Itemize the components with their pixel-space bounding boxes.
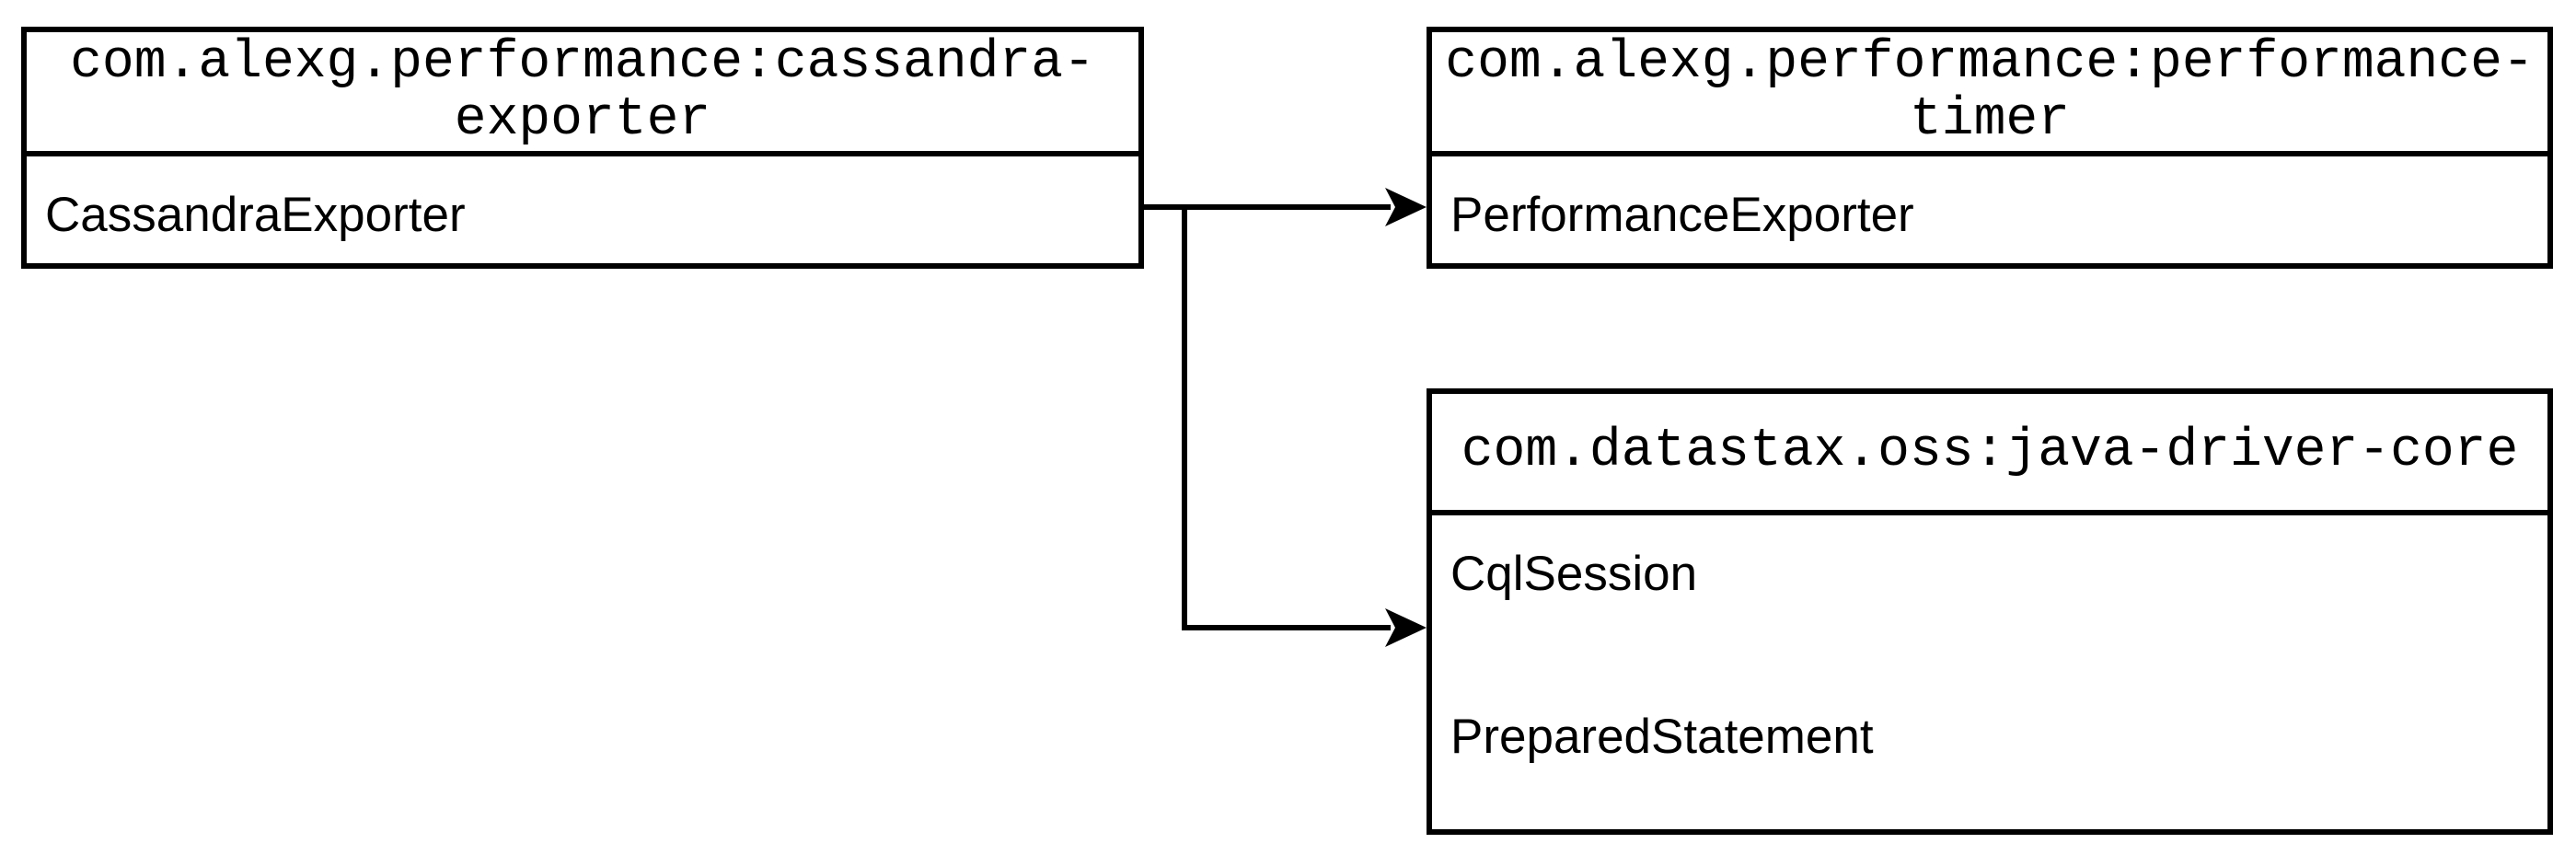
class-item-preparedstatement: PreparedStatement — [1450, 710, 1874, 764]
package-node-cassandra-exporter: com.alexg.performance:cassandra- exporte… — [21, 27, 1144, 269]
package-body: CassandraExporter — [27, 156, 1138, 263]
package-header-line: com.datastax.oss:java-driver-core — [1461, 422, 2519, 481]
package-node-performance-timer: com.alexg.performance:performance- timer… — [1427, 27, 2553, 269]
class-item-cassandra-exporter: CassandraExporter — [45, 188, 466, 242]
package-header-line: timer — [1909, 89, 2071, 150]
arrowhead-icon — [1385, 608, 1427, 647]
class-item-cqlsession: CqlSession — [1450, 547, 1698, 601]
package-body: PerformanceExporter — [1432, 156, 2547, 263]
package-header-line: com.alexg.performance:performance- — [1445, 32, 2535, 93]
package-header: com.alexg.performance:performance- timer — [1432, 32, 2547, 156]
edge-to-java-driver-core — [1182, 207, 1391, 630]
package-header-line: exporter — [454, 89, 711, 150]
class-item-performance-exporter: PerformanceExporter — [1450, 188, 1914, 242]
package-header: com.datastax.oss:java-driver-core — [1432, 394, 2547, 515]
package-node-java-driver-core: com.datastax.oss:java-driver-core CqlSes… — [1427, 388, 2553, 835]
package-body: CqlSession PreparedStatement — [1432, 515, 2547, 829]
arrowhead-icon — [1385, 188, 1427, 226]
package-header-line: com.alexg.performance:cassandra- — [70, 32, 1095, 93]
package-header: com.alexg.performance:cassandra- exporte… — [27, 32, 1138, 156]
